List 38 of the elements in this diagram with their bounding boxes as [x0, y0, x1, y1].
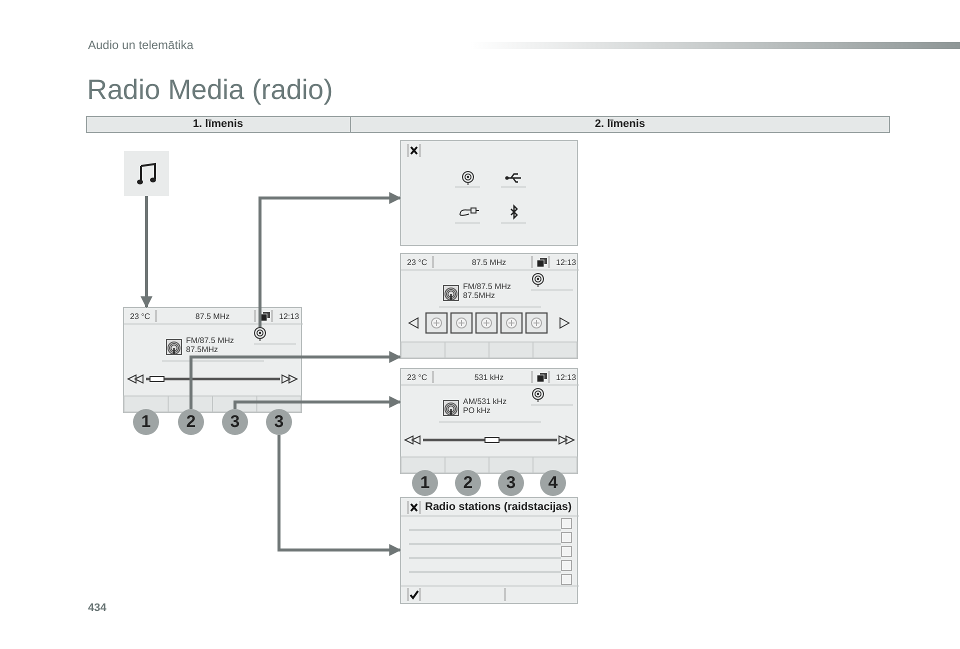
arrow [140, 196, 152, 308]
callout-number: 3 [222, 409, 248, 435]
callout-number: 2 [178, 409, 204, 435]
temperature-readout: 23 °C [130, 312, 150, 321]
column-header: 2. līmenis [594, 118, 646, 130]
music-key-tile [124, 151, 169, 196]
page-title: Radio Media (radio) [87, 74, 333, 106]
station-info: AM/531 kHz PO kHz [463, 397, 508, 415]
radio-screen [123, 307, 302, 413]
clock-readout: 12:13 [279, 312, 300, 321]
frequency-readout: 87.5 MHz [195, 312, 230, 321]
radio-screen [400, 368, 578, 474]
temperature-readout: 23 °C [407, 373, 428, 382]
temperature-readout: 23 °C [407, 258, 428, 267]
clock-readout: 12:13 [556, 258, 576, 267]
callout-number: 2 [455, 470, 481, 496]
presets-screen [400, 253, 578, 359]
list-title: Radio stations (raidstacijas) [425, 501, 572, 514]
station-list-screen [400, 497, 578, 604]
arrow [258, 192, 402, 327]
station-info: FM/87.5 MHz 87.5MHz [186, 336, 236, 354]
arrow [234, 396, 402, 409]
section-header: Audio un telemātika [88, 38, 194, 52]
clock-readout: 12:13 [556, 373, 576, 382]
frequency-readout: 531 kHz [474, 373, 504, 382]
frequency-readout: 87.5 MHz [472, 258, 506, 267]
callout-number: 4 [540, 470, 566, 496]
radio-icon [253, 327, 267, 341]
callout-number: 3 [498, 470, 524, 496]
arrow [278, 435, 402, 556]
station-info: FM/87.5 MHz 87.5MHz [463, 282, 512, 300]
source-screen [400, 140, 578, 246]
callout-number: 1 [412, 470, 438, 496]
page-number: 434 [88, 602, 106, 614]
column-header: 1. līmenis [192, 118, 244, 130]
callout-number: 1 [133, 409, 159, 435]
arrow [190, 351, 402, 409]
callout-number: 3 [266, 409, 292, 435]
